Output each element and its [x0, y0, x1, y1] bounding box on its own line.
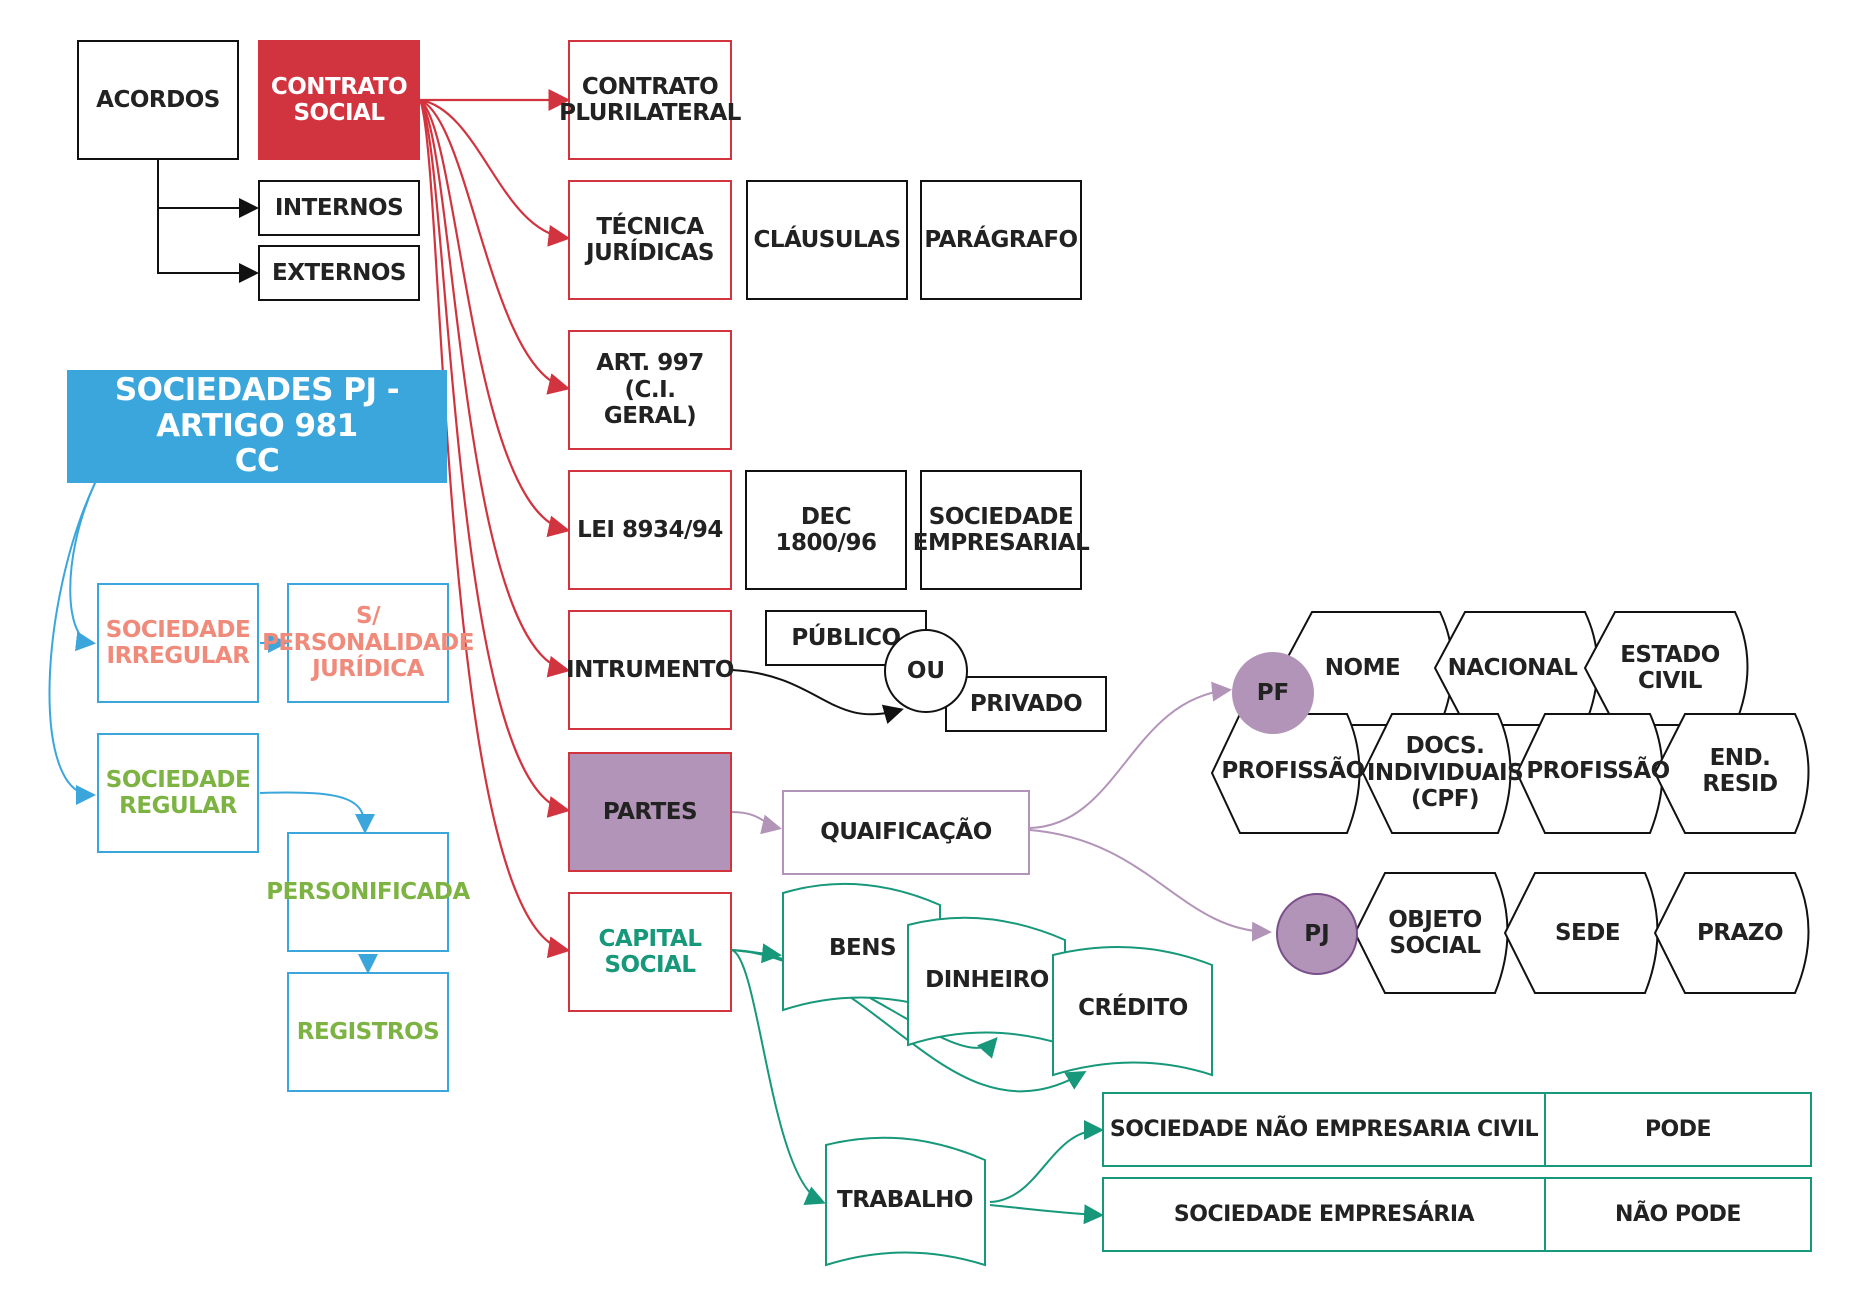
pf-profissao-2-label: PROFISSÃO	[1526, 757, 1670, 784]
pf-circle[interactable]: PF	[1232, 652, 1314, 734]
pf-docs-label: DOCS. INDIVIDUAIS (CPF)	[1366, 733, 1524, 813]
sociedade-regular-node[interactable]: SOCIEDADE REGULAR	[97, 733, 259, 853]
table-row-1-sociedade: SOCIEDADE NÃO EMPRESARIA CIVIL	[1102, 1092, 1546, 1167]
bens-label: BENS	[828, 934, 897, 961]
sociedade-empresarial-node[interactable]: SOCIEDADE EMPRESARIAL	[913, 470, 1090, 590]
contrato-plurilateral-node[interactable]: CONTRATO PLURILATERAL	[559, 40, 741, 160]
dinheiro-label: DINHEIRO	[925, 966, 1049, 993]
art-997-node[interactable]: ART. 997 (C.I. GERAL)	[568, 330, 732, 450]
pf-estado-civil-label: ESTADO CIVIL	[1620, 641, 1720, 694]
sem-personalidade-node[interactable]: S/ PERSONALIDADE JURÍDICA	[262, 583, 474, 703]
acordos-node[interactable]: ACORDOS	[77, 40, 239, 160]
partes-qualificacao-connector	[731, 811, 782, 835]
table-row-2-sociedade: SOCIEDADE EMPRESÁRIA	[1102, 1177, 1546, 1252]
pj-circle[interactable]: PJ	[1276, 893, 1358, 975]
credito-label: CRÉDITO	[1078, 994, 1188, 1021]
contrato-social-node[interactable]: CONTRATO SOCIAL	[258, 40, 420, 160]
pj-objeto-social-label: OBJETO SOCIAL	[1388, 906, 1482, 959]
trabalho-label: TRABALHO	[837, 1186, 974, 1213]
capital-social-node[interactable]: CAPITAL SOCIAL	[568, 892, 732, 1012]
registros-node[interactable]: REGISTROS	[287, 972, 449, 1092]
qualificacao-node[interactable]: QUAIFICAÇÃO	[782, 790, 1030, 875]
privado-node[interactable]: PRIVADO	[945, 676, 1107, 732]
pj-prazo-label: PRAZO	[1696, 919, 1784, 946]
acordos-connectors	[157, 160, 259, 283]
pf-nome-label: NOME	[1324, 654, 1401, 681]
clausulas-node[interactable]: CLÁUSULAS	[746, 180, 908, 300]
pf-nacional-label: NACIONAL	[1447, 654, 1578, 681]
instrumento-ou-connector	[731, 669, 904, 725]
externos-node[interactable]: EXTERNOS	[258, 245, 420, 301]
tecnica-juridicas-node[interactable]: TÉCNICA JURÍDICAS	[568, 180, 732, 300]
dec-1800-node[interactable]: DEC 1800/96	[745, 470, 907, 590]
instrumento-node[interactable]: INTRUMENTO	[566, 610, 735, 730]
pf-end-resid-label: END. RESID	[1702, 744, 1778, 797]
personificada-node[interactable]: PERSONIFICADA	[266, 832, 470, 952]
pj-sede-label: SEDE	[1554, 919, 1621, 946]
sociedade-irregular-node[interactable]: SOCIEDADE IRREGULAR	[97, 583, 259, 703]
ou-circle[interactable]: OU	[884, 629, 968, 713]
contrato-social-connectors	[418, 89, 571, 958]
partes-node[interactable]: PARTES	[568, 752, 732, 872]
sociedades-title-node[interactable]: SOCIEDADES PJ - ARTIGO 981 CC	[67, 370, 447, 483]
internos-node[interactable]: INTERNOS	[258, 180, 420, 236]
pf-profissao-label: PROFISSÃO	[1221, 757, 1365, 784]
paragrafo-node[interactable]: PARÁGRAFO	[920, 180, 1082, 300]
lei-8934-node[interactable]: LEI 8934/94	[568, 470, 732, 590]
table-row-1-status: PODE	[1544, 1092, 1812, 1167]
table-row-2-status: NÃO PODE	[1544, 1177, 1812, 1252]
